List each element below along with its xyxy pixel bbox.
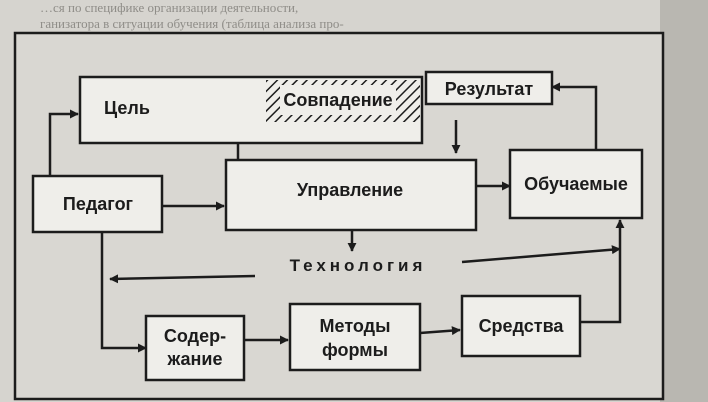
result-box <box>424 70 554 106</box>
means-box <box>460 294 582 358</box>
methods-label-line-1: Методы <box>320 316 391 336</box>
management-label: Управление <box>297 180 403 200</box>
teacher-label: Педагог <box>63 194 134 214</box>
management-box <box>224 158 478 232</box>
arrow-teacher-to-content <box>100 232 147 353</box>
teacher-box <box>31 174 164 234</box>
arrow-technology-left <box>109 274 256 284</box>
content-box <box>144 314 246 382</box>
methods-box <box>288 302 422 372</box>
arrow-learners-to-result <box>551 82 598 150</box>
goal-label: Цель <box>104 98 150 118</box>
arrow-means-to-learners <box>580 219 625 324</box>
content-label-line-2: жание <box>167 349 223 369</box>
page-edge-shadow <box>660 0 708 402</box>
methods-label-line-2: формы <box>322 340 388 360</box>
match-label: Совпадение <box>283 90 392 110</box>
bleed-text-line-1: …ся по специфике организации деятельност… <box>40 0 298 15</box>
means-label: Средства <box>479 316 565 336</box>
match-label-bg <box>280 85 396 115</box>
arrow-technology-right <box>461 245 621 264</box>
arrow-teacher-to-goal <box>48 109 79 176</box>
content-label-line-1: Содер- <box>164 326 226 346</box>
technology-label: Технология <box>290 256 427 275</box>
bleed-text-line-2: ганизатора в ситуации обучения (таблица … <box>40 16 344 31</box>
learners-label: Обучаемые <box>524 174 628 194</box>
learners-box <box>508 148 644 220</box>
result-label: Результат <box>445 79 534 99</box>
arrow-methods-to-means <box>419 326 461 336</box>
